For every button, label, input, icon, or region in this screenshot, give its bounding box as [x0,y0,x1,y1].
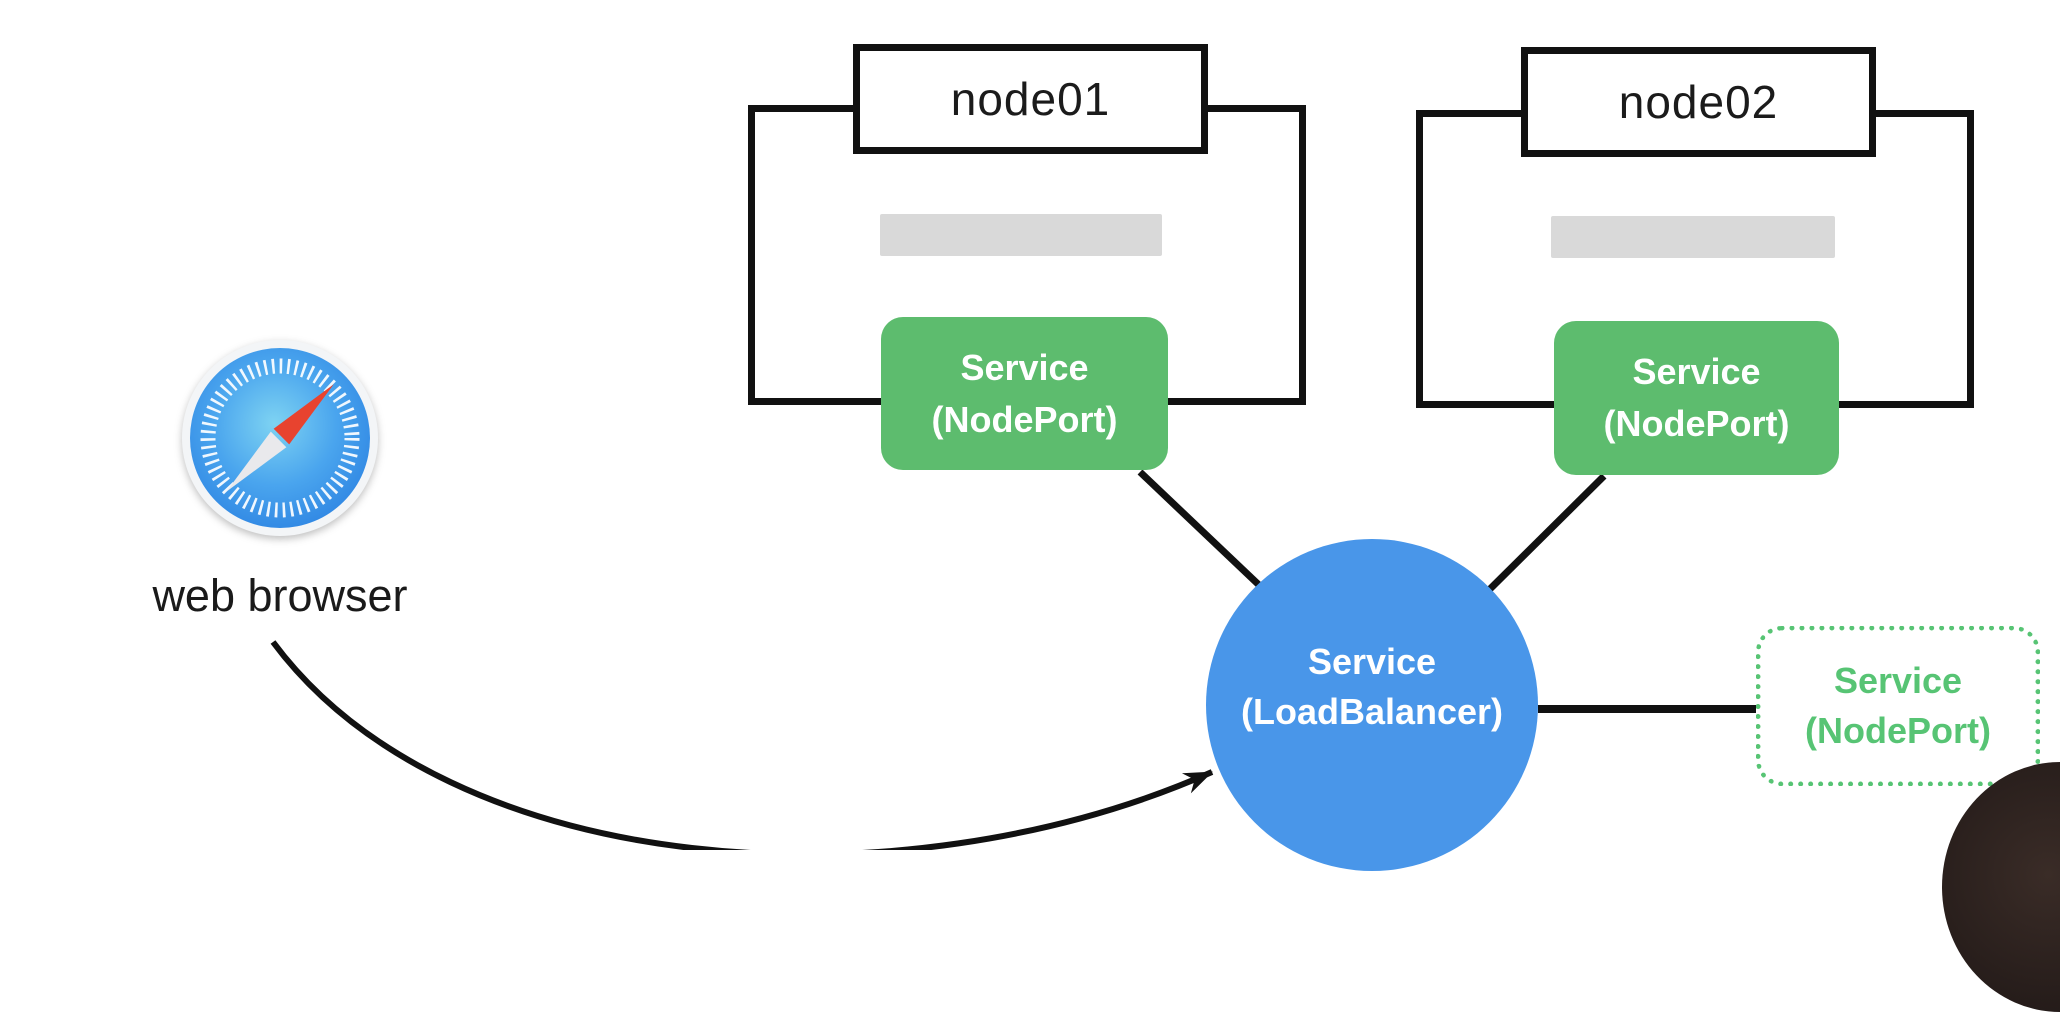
node01-title-text: node01 [950,73,1111,125]
compass-needle [226,384,334,492]
node02-pod-placeholder [1551,216,1835,258]
node01-title: node01 [853,44,1208,154]
needle-red-half [273,384,334,445]
service-nodeport-external: Service (NodePort) [1756,626,2040,786]
service-label-line1: Service [960,346,1089,388]
arrow-browser-to-loadbalancer [270,640,1214,850]
node02-title: node02 [1521,47,1876,157]
web-browser-label: web browser [152,570,408,621]
safari-compass-icon [180,338,380,538]
service-label-line2: (NodePort) [1603,403,1790,444]
external-label-line2: (NodePort) [1805,710,1991,751]
connector-lines [270,469,1758,850]
safari-icon-art [182,340,378,536]
edge-nodeport1-to-loadbalancer [1137,469,1262,588]
node02-title-text: node02 [1618,76,1779,128]
diagram-canvas: { "diagram": { "description": "Kubernete… [152,44,2060,1012]
service-label-line2: (NodePort) [931,398,1118,440]
edge-nodeport2-to-loadbalancer [1487,473,1607,592]
service-label-line1: Service [1632,351,1761,392]
safari-tick-marks [200,358,360,518]
node02-service-nodeport: Service (NodePort) [1554,321,1839,475]
node01-service-nodeport: Service (NodePort) [881,317,1168,470]
needle-white-half [226,431,287,492]
external-label-line1: Service [1833,660,1963,701]
loadbalancer-label-line2: (LoadBalancer) [1240,691,1504,732]
loadbalancer-label-line1: Service [1307,641,1437,682]
node01-pod-placeholder [880,214,1162,256]
service-loadbalancer-circle: Service (LoadBalancer) [1206,539,1538,871]
